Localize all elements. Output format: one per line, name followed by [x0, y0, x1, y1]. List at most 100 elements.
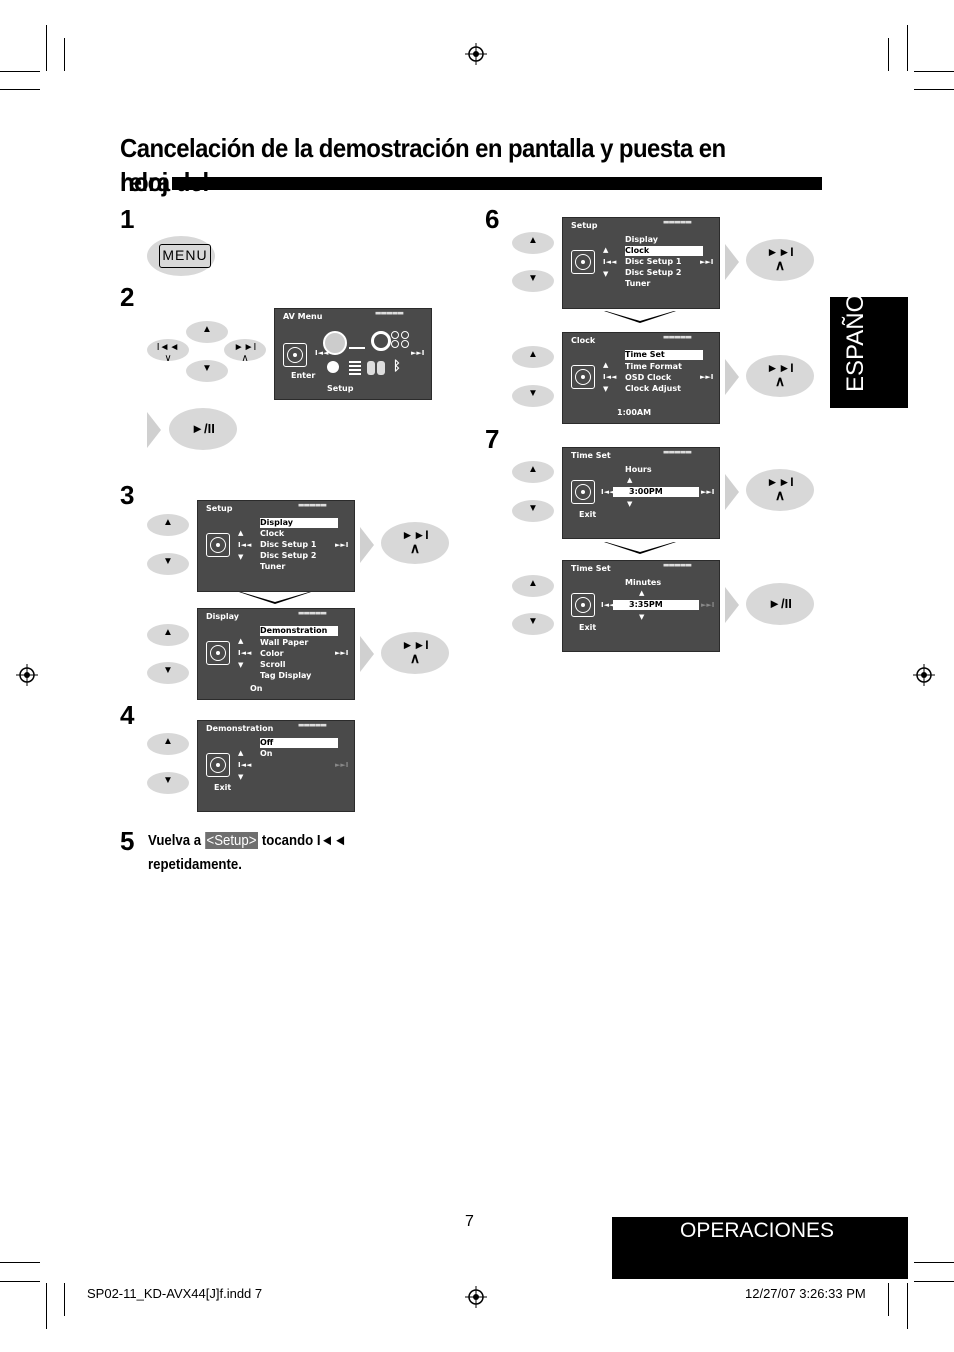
menu-item: Tuner [625, 279, 651, 288]
up-button[interactable]: ▲ [512, 346, 554, 368]
exit-label: Exit [579, 623, 597, 632]
down-button[interactable]: ▼ [512, 385, 554, 407]
up-icon: ▲ [528, 235, 538, 246]
next-button[interactable]: ►►I ∧ [746, 239, 814, 281]
play-pause-button[interactable]: ►/II [746, 583, 814, 625]
step5-instruction-line2: repetidamente. [148, 856, 242, 873]
up-button[interactable]: ▲ [147, 624, 189, 646]
registration-mark-icon [465, 43, 487, 65]
exit-label: Exit [579, 510, 597, 519]
play-pause-icon: ►/II [191, 421, 215, 436]
clock-icon [327, 361, 339, 373]
screen-title: Setup [571, 221, 598, 230]
control-dial-icon [571, 480, 595, 504]
enter-label: Enter [291, 371, 316, 380]
down-button[interactable]: ▼ [147, 553, 189, 575]
down-icon: ▼ [528, 503, 538, 514]
time-value: 3:35PM [613, 600, 699, 610]
menu-item: Clock Adjust [625, 384, 681, 393]
control-dial-icon [283, 343, 307, 367]
next-button[interactable]: ►►I ∧ [381, 522, 449, 564]
pointer-arrow-icon [147, 412, 161, 448]
crop-mark [907, 25, 908, 71]
up-button[interactable]: ▲ [186, 321, 228, 343]
menu-item: Demonstration [260, 626, 338, 636]
crop-mark [914, 1281, 954, 1282]
menu-item: Tag Display [260, 671, 312, 680]
screen-title: Demonstration [206, 724, 274, 733]
menu-item: Display [260, 518, 338, 528]
pointer-arrow-icon [725, 474, 739, 510]
down-button[interactable]: ▼ [186, 360, 228, 382]
control-dial-icon [206, 641, 230, 665]
up-button[interactable]: ▲ [512, 232, 554, 254]
prev-button[interactable]: I◄◄∨ [147, 339, 189, 364]
prev-icon: I◄◄∨ [156, 342, 180, 364]
step5-instruction: Vuelva a <Setup> tocando I◄◄ [148, 832, 377, 849]
up-button[interactable]: ▲ [147, 514, 189, 536]
next-icon: ►►I [766, 245, 794, 259]
screen-title: AV Menu [283, 312, 323, 321]
down-button[interactable]: ▼ [512, 613, 554, 635]
control-dial-icon [206, 533, 230, 557]
menu-item: Scroll [260, 660, 286, 669]
play-pause-button[interactable]: ►/II [169, 408, 237, 450]
av-menu-screen: AV Menu ▬▬▬▬▬ Enter Setup I◄◄ ►►I ᛒ [274, 308, 432, 400]
up-button[interactable]: ▲ [512, 461, 554, 483]
footer-date: 12/27/07 3:26:33 PM [745, 1286, 866, 1301]
screen-title: Time Set [571, 564, 611, 573]
down-button[interactable]: ▼ [147, 772, 189, 794]
up-button[interactable]: ▲ [147, 733, 189, 755]
next-button[interactable]: ►►I ∧ [381, 632, 449, 674]
section-tab: OPERACIONES [612, 1217, 908, 1279]
control-dial-icon [571, 250, 595, 274]
menu-item: Disc Setup 2 [260, 551, 317, 560]
down-icon: ▼ [163, 556, 173, 567]
crop-mark [0, 1262, 40, 1263]
time-set-hours-screen: Time Set ▬▬▬▬▬ Hours ▲ I◄◄ 3:00PM ►►I ▼ … [562, 447, 720, 539]
step-number: 5 [120, 826, 135, 856]
flow-arrow-icon [604, 311, 676, 323]
menu-item: Off [260, 738, 338, 748]
down-icon: ▼ [202, 363, 212, 374]
next-button[interactable]: ►►I ∧ [746, 469, 814, 511]
next-icon: ►►I [766, 475, 794, 489]
menu-button[interactable]: MENU [147, 236, 215, 276]
step-number: 2 [120, 282, 135, 312]
pointer-arrow-icon [360, 636, 374, 672]
footer-file: SP02-11_KD-AVX44[J]f.indd 7 [87, 1286, 263, 1301]
control-dial-icon [571, 593, 595, 617]
step-number: 7 [485, 424, 500, 454]
disc-icon [371, 331, 391, 351]
menu-item: Disc Setup 1 [625, 257, 682, 266]
crop-mark [888, 1283, 889, 1316]
menu-item: Display [625, 235, 658, 244]
down-button[interactable]: ▼ [512, 500, 554, 522]
prev-icon: I◄◄ [316, 832, 347, 849]
screen-title: Setup [206, 504, 233, 513]
next-button[interactable]: ►►I ∧ [746, 355, 814, 397]
down-button[interactable]: ▼ [512, 270, 554, 292]
language-tab-label: ESPAÑOL [842, 280, 869, 392]
down-button[interactable]: ▼ [147, 662, 189, 684]
menu-item: On [260, 749, 273, 758]
menu-item: Clock [260, 529, 285, 538]
up-button[interactable]: ▲ [512, 575, 554, 597]
list-icon [349, 361, 361, 375]
setup-tag: <Setup> [204, 832, 259, 849]
step5-text: Vuelva a [148, 832, 202, 849]
next-button[interactable]: ►►I∧ [224, 339, 266, 364]
crop-mark [46, 1283, 47, 1329]
setup-gear-icon [323, 331, 347, 355]
page-title-line2: reloj [120, 167, 168, 197]
field-label: Minutes [625, 578, 662, 587]
control-dial-icon [571, 365, 595, 389]
registration-mark-icon [913, 664, 935, 686]
time-set-minutes-screen: Time Set ▬▬▬▬▬ Minutes ▲ I◄◄ 3:35PM ►►I … [562, 560, 720, 652]
exit-label: Exit [214, 783, 232, 792]
down-icon: ▼ [528, 616, 538, 627]
control-dial-icon [206, 753, 230, 777]
up-icon: ▲ [163, 627, 173, 638]
surround-icon [391, 331, 409, 348]
menu-item: Disc Setup 1 [260, 540, 317, 549]
